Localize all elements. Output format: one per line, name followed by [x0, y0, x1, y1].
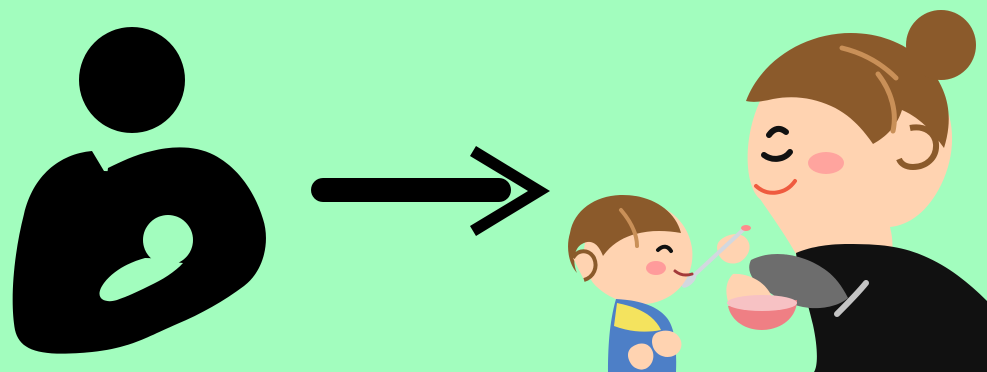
mother-hair-bun	[906, 10, 976, 80]
arrow-shaft	[311, 178, 511, 202]
mother-head	[79, 27, 185, 133]
child-cheek	[646, 261, 666, 275]
mother-cheek	[808, 152, 844, 174]
baby-head-cutout	[143, 215, 193, 265]
